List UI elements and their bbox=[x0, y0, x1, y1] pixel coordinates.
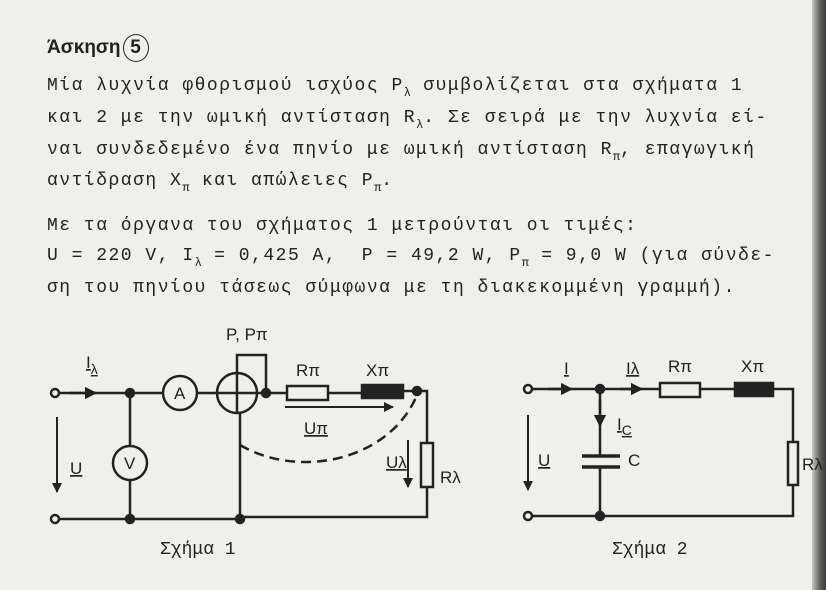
paragraph1-line2: και 2 με την ωμική αντίσταση Rλ. Σε σειρ… bbox=[47, 108, 768, 132]
resistor-r-coil bbox=[658, 381, 702, 399]
text: , επαγωγική bbox=[620, 140, 756, 160]
voltmeter-symbol bbox=[111, 444, 149, 482]
paragraph1-line4: αντίδραση Xπ και απώλειες Pπ. bbox=[47, 171, 394, 195]
subscript: π bbox=[612, 150, 621, 164]
terminal bbox=[522, 510, 534, 522]
subscript: λ bbox=[403, 86, 411, 100]
subscript: π bbox=[374, 181, 382, 195]
paragraph2-line2: U = 220 V, Iλ = 0,425 A, P = 49,2 W, Pπ … bbox=[47, 246, 775, 270]
label-current: Iλ bbox=[86, 353, 98, 377]
label-r-coil: Rπ bbox=[668, 357, 692, 376]
figure1-caption: Σχήμα 1 bbox=[160, 540, 236, 560]
inductor-x-coil bbox=[733, 381, 775, 398]
heading-label: Άσκηση bbox=[47, 37, 121, 58]
label-x-coil: Xπ bbox=[741, 357, 764, 376]
subscript: λ bbox=[416, 118, 424, 132]
ammeter-symbol bbox=[161, 374, 199, 412]
label-current-cap: IC bbox=[617, 415, 632, 438]
figure2-caption: Σχήμα 2 bbox=[612, 540, 688, 560]
paragraph2-line1: Με τα όργανα του σχήματος 1 μετρούνται ο… bbox=[47, 216, 638, 236]
paragraph2-line3: ση του πηνίου τάσεως σύμφωνα με τη διακε… bbox=[47, 278, 736, 298]
resistor-r-lamp bbox=[786, 440, 800, 487]
label-r-coil: Rπ bbox=[296, 361, 320, 380]
figure1-circuit bbox=[49, 353, 435, 525]
label-u-lamp: Uλ bbox=[386, 453, 407, 472]
label-u-coil: Uπ bbox=[304, 419, 328, 438]
paragraph1-line3: ναι συνδεδεμένο ένα πηνίο με ωμική αντίσ… bbox=[47, 140, 755, 164]
figure2-circuit bbox=[522, 381, 800, 522]
scan-edge-shadow bbox=[812, 0, 826, 590]
label-r-lamp: Rλ bbox=[440, 468, 461, 487]
label-x-coil: Xπ bbox=[366, 361, 389, 380]
text: αντίδραση X bbox=[47, 171, 183, 191]
label-wattmeter: P, Pπ bbox=[226, 325, 268, 344]
label-r-lamp: Rλ bbox=[802, 455, 823, 474]
label-capacitor: C bbox=[628, 451, 640, 470]
text: συμβολίζεται στα σχήματα 1 bbox=[410, 76, 744, 96]
label-current: I bbox=[564, 359, 569, 378]
subscript: λ bbox=[194, 256, 202, 270]
label-ammeter: A bbox=[174, 384, 186, 403]
text: = 0,425 A, P = 49,2 W, P bbox=[201, 246, 522, 266]
label-current-lamp: Iλ bbox=[626, 359, 640, 378]
label-voltage: U bbox=[538, 451, 550, 470]
text: . bbox=[381, 171, 394, 191]
terminal bbox=[49, 513, 61, 525]
capacitor-symbol bbox=[582, 454, 620, 469]
inductor-x-coil bbox=[360, 383, 405, 400]
text: ναι συνδεδεμένο ένα πηνίο με ωμική αντίσ… bbox=[47, 140, 613, 160]
terminal bbox=[522, 383, 534, 395]
text: = 9,0 W (για σύνδε- bbox=[528, 246, 775, 266]
text: Μία λυχνία φθορισμού ισχύος P bbox=[47, 76, 404, 96]
text: U = 220 V, I bbox=[47, 246, 195, 266]
terminal bbox=[49, 387, 61, 399]
label-voltmeter: V bbox=[124, 454, 136, 473]
exercise-number-circled: 5 bbox=[122, 34, 149, 62]
label-voltage: U bbox=[70, 459, 82, 478]
resistor-r-coil bbox=[285, 384, 330, 402]
subscript: π bbox=[182, 181, 190, 195]
subscript: π bbox=[521, 256, 529, 270]
paragraph1-line1: Μία λυχνία φθορισμού ισχύος Pλ συμβολίζε… bbox=[47, 76, 743, 100]
text: . Σε σειρά με την λυχνία εί- bbox=[423, 108, 768, 128]
text: και απώλειες P bbox=[189, 171, 375, 191]
dashed-connection bbox=[239, 394, 419, 464]
text: και 2 με την ωμική αντίσταση R bbox=[47, 108, 417, 128]
resistor-r-lamp bbox=[419, 441, 435, 489]
